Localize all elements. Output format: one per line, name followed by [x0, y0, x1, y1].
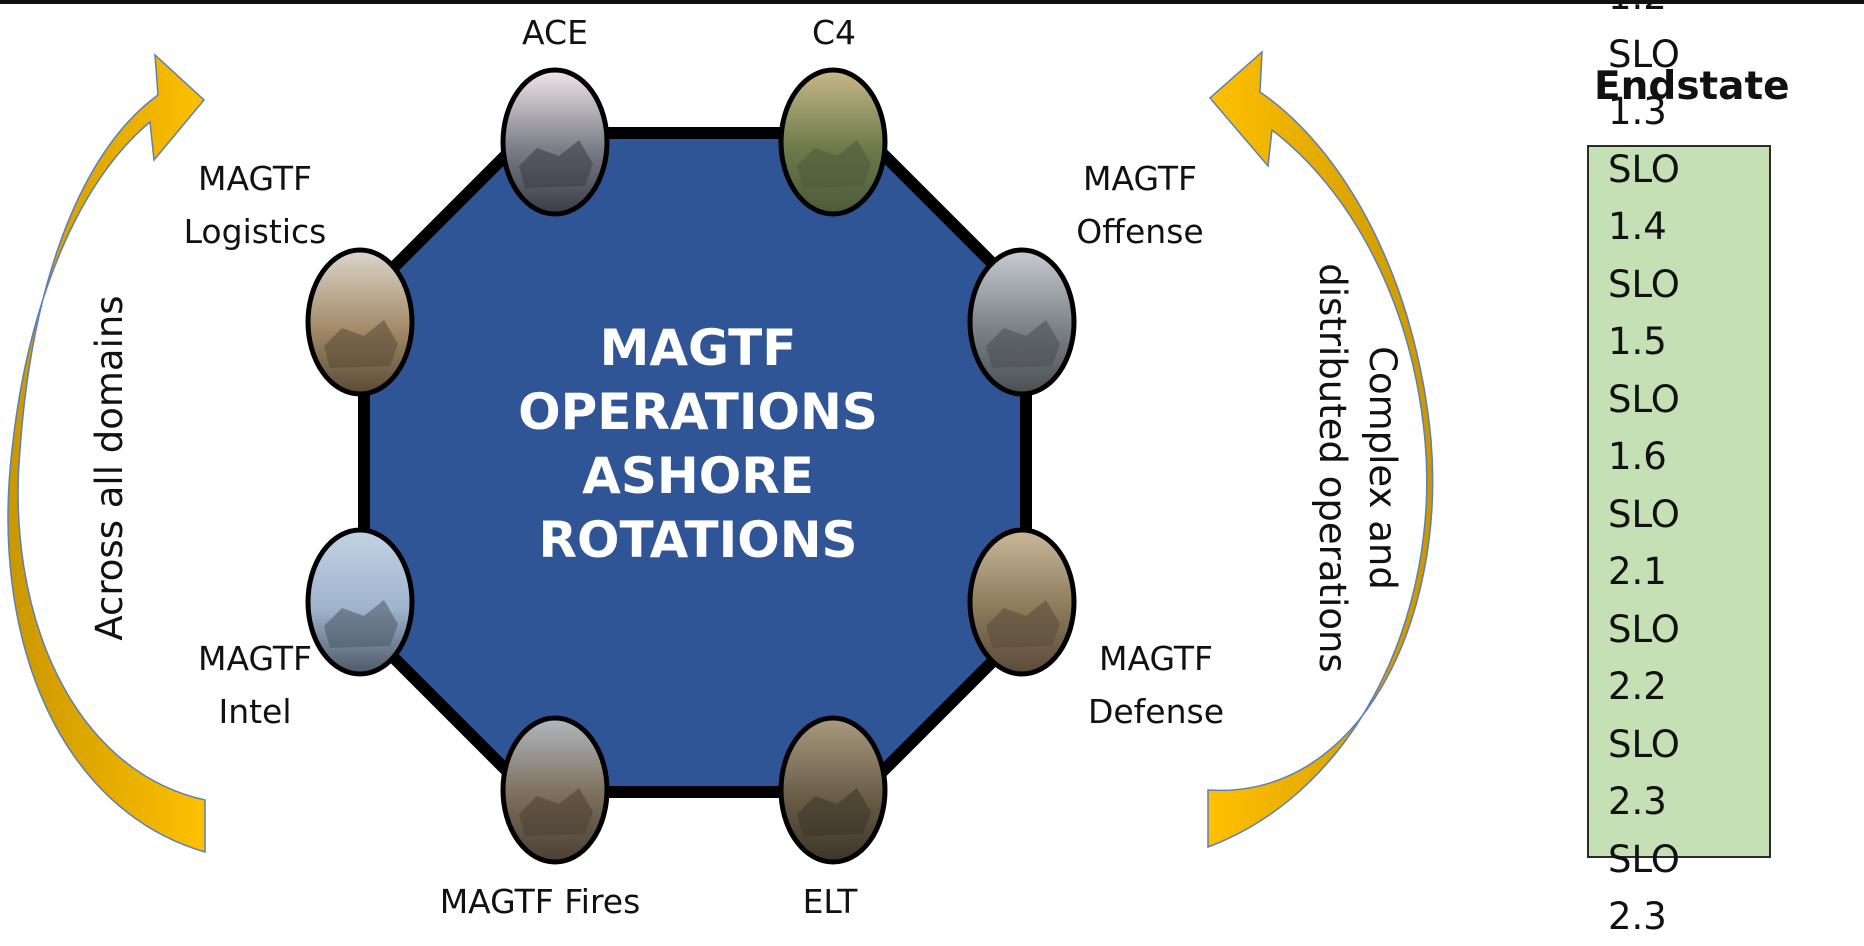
endstate-item: SLO — [1608, 837, 1680, 881]
left-curved-arrow — [7, 53, 206, 853]
label-offense: MAGTF Offense — [1060, 152, 1220, 258]
node-defense — [967, 527, 1077, 677]
endstate-title: Endstate — [1594, 64, 1790, 109]
label-offense-line1: MAGTF — [1082, 159, 1197, 198]
right-arrow-caption: Complex and distributed operations — [1307, 238, 1407, 698]
uav-drone-photo-detail — [324, 600, 398, 648]
label-intel-line1: MAGTF — [197, 639, 312, 678]
operation-nodes — [305, 67, 1077, 865]
center-title-line-2: OPERATIONS — [518, 383, 878, 441]
endstate-item: 1.6 — [1608, 435, 1667, 478]
endstate-item: 2.1 — [1608, 550, 1667, 593]
label-defense: MAGTF Defense — [1076, 632, 1236, 738]
label-ace-text: ACE — [522, 13, 588, 52]
diagram-canvas: MAGTF OPERATIONS ASHORE ROTATIONS — [7, 50, 1434, 865]
label-defense-line2: Defense — [1087, 692, 1225, 731]
offense-vehicles-photo — [967, 247, 1077, 397]
label-defense-line1: MAGTF — [1098, 639, 1213, 678]
c4-network-map-photo-detail — [797, 140, 871, 188]
attack-helicopter-photo — [500, 67, 610, 217]
label-elt-text: ELT — [802, 882, 858, 921]
center-title-line-1: MAGTF — [600, 319, 797, 377]
label-offense-line2: Offense — [1076, 212, 1204, 251]
heavy-lift-helicopter-photo — [778, 715, 888, 865]
node-offense — [967, 247, 1077, 397]
label-intel-line2: Intel — [218, 692, 292, 731]
offense-vehicles-photo-detail — [986, 320, 1060, 368]
center-title-line-4: ROTATIONS — [538, 511, 857, 569]
endstate-item: SLO — [1608, 32, 1680, 76]
artillery-photo — [500, 715, 610, 865]
node-c4 — [778, 67, 888, 217]
right-arrow-caption-line2: distributed operations — [1311, 263, 1354, 673]
label-ace: ACE — [505, 6, 605, 59]
top-border-rule — [0, 0, 1864, 4]
label-logistics: MAGTF Logistics — [175, 152, 335, 258]
endstate-item: 1.3 — [1608, 90, 1667, 133]
endstate-item: SLO — [1608, 262, 1680, 306]
label-c4-text: C4 — [811, 13, 857, 52]
endstate-item: 2.3 — [1608, 780, 1667, 823]
endstate-item: 1.4 — [1608, 205, 1667, 248]
node-ace — [500, 67, 610, 217]
label-fires: MAGTF Fires — [430, 875, 650, 928]
node-elt — [778, 715, 888, 865]
label-logistics-line2: Logistics — [183, 212, 327, 251]
node-logistics — [305, 247, 415, 397]
logistics-truck-photo-detail — [324, 320, 398, 368]
label-fires-text: MAGTF Fires — [439, 882, 641, 921]
endstate-item: 1.2 — [1608, 0, 1680, 26]
heavy-lift-helicopter-photo-detail — [797, 788, 871, 836]
right-arrow-shape — [1207, 50, 1434, 849]
endstate-item: SLO — [1608, 492, 1680, 536]
endstate-item: 2.2 — [1608, 665, 1667, 708]
left-arrow-caption: Across all domains — [85, 288, 135, 648]
endstate-item: 1.5 — [1608, 320, 1667, 363]
defense-troops-photo-detail — [986, 600, 1060, 648]
label-logistics-line1: MAGTF — [197, 159, 312, 198]
label-elt: ELT — [780, 875, 880, 928]
left-arrow-shape — [7, 53, 206, 853]
center-title: MAGTF OPERATIONS ASHORE ROTATIONS — [518, 319, 878, 569]
center-title-line-3: ASHORE — [582, 447, 814, 505]
c4-network-map-photo — [778, 67, 888, 217]
endstate-list: 1.2SLO1.3SLO1.4SLO1.5SLO1.6SLO2.1SLO2.2S… — [1608, 0, 1680, 946]
right-curved-arrow — [1207, 50, 1434, 849]
label-c4: C4 — [784, 6, 884, 59]
endstate-item: 2.3 — [1608, 895, 1667, 938]
node-intel — [305, 527, 415, 677]
artillery-photo-detail — [519, 788, 593, 836]
left-arrow-caption-text: Across all domains — [88, 295, 131, 641]
defense-troops-photo — [967, 527, 1077, 677]
endstate-item: SLO — [1608, 147, 1680, 191]
endstate-item: SLO — [1608, 722, 1680, 766]
node-fires — [500, 715, 610, 865]
endstate-item: SLO — [1608, 377, 1680, 421]
attack-helicopter-photo-detail — [519, 140, 593, 188]
right-arrow-caption-line1: Complex and — [1361, 346, 1404, 590]
logistics-truck-photo — [305, 247, 415, 397]
endstate-item: SLO — [1608, 607, 1680, 651]
endstate-box — [1587, 145, 1771, 858]
label-intel: MAGTF Intel — [175, 632, 335, 738]
